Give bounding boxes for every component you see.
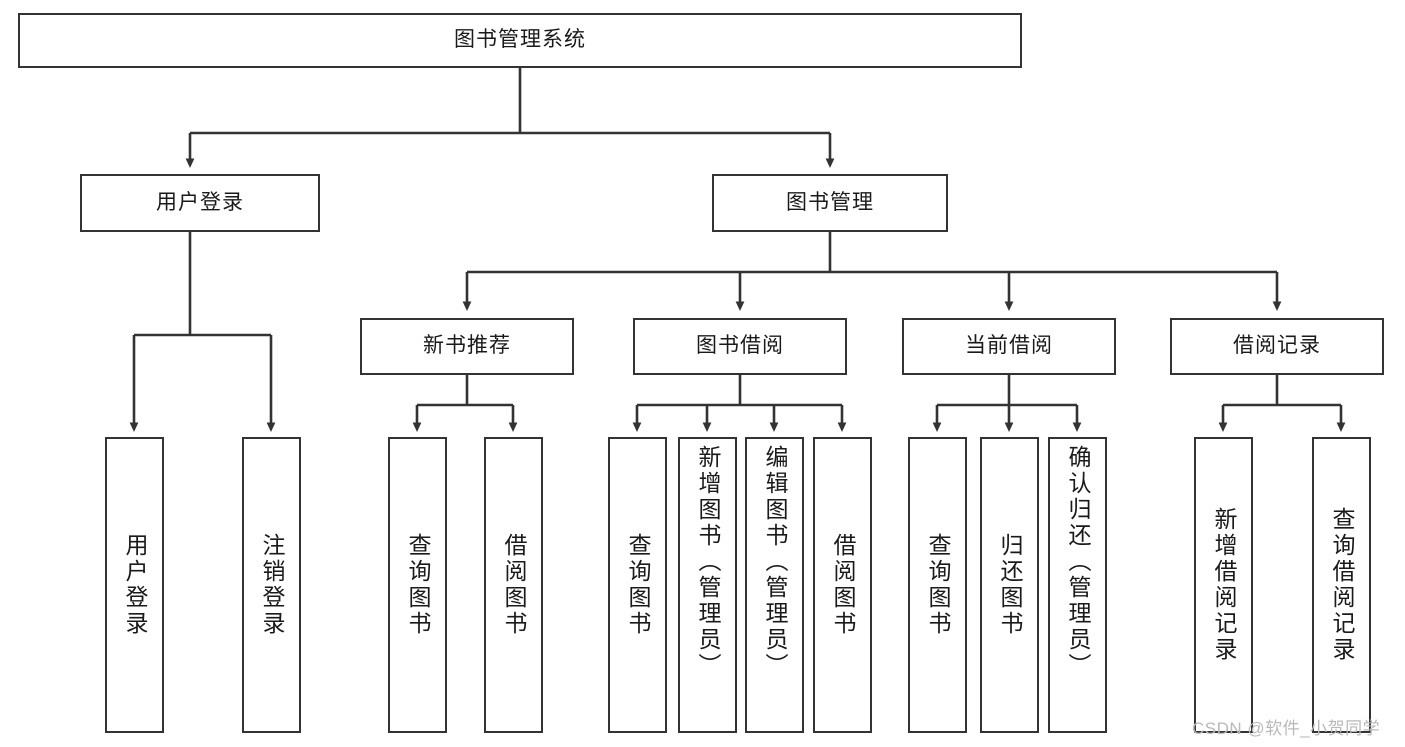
leaf-label: 确认归还（管理员） [1065,445,1091,679]
leaf-label: 新增借阅记录 [1211,507,1237,663]
leaf-borrow-edit-book[interactable]: 编辑图书（管理员） [745,437,804,733]
node-root-label: 图书管理系统 [454,28,586,52]
leaf-label: 查询图书 [405,533,431,637]
node-user-login[interactable]: 用户登录 [80,174,320,232]
leaf-current-return-book[interactable]: 归还图书 [980,437,1039,733]
leaf-label: 用户登录 [122,533,148,637]
node-book-management-label: 图书管理 [786,190,874,214]
node-current-borrow-label: 当前借阅 [965,334,1053,358]
leaf-new-book-borrow[interactable]: 借阅图书 [484,437,543,733]
leaf-label: 编辑图书（管理员） [762,445,788,679]
leaf-label: 借阅图书 [501,533,527,637]
node-new-book-recommend[interactable]: 新书推荐 [360,318,574,375]
leaf-label: 查询图书 [625,533,651,637]
node-current-borrow[interactable]: 当前借阅 [902,318,1116,375]
leaf-label: 借阅图书 [830,533,856,637]
node-borrow-record-label: 借阅记录 [1233,334,1321,358]
leaf-new-book-query[interactable]: 查询图书 [388,437,447,733]
leaf-borrow-query-book[interactable]: 查询图书 [608,437,667,733]
node-root[interactable]: 图书管理系统 [18,13,1022,68]
node-user-login-label: 用户登录 [156,190,244,214]
leaf-label: 查询借阅记录 [1329,507,1355,663]
leaf-user-login-logout[interactable]: 注销登录 [242,437,301,733]
node-borrow-record[interactable]: 借阅记录 [1170,318,1384,375]
leaf-label: 归还图书 [997,533,1023,637]
node-new-book-recommend-label: 新书推荐 [423,334,511,358]
leaf-user-login-login[interactable]: 用户登录 [105,437,164,733]
leaf-borrow-borrow-book[interactable]: 借阅图书 [813,437,872,733]
leaf-label: 新增图书（管理员） [695,445,721,679]
leaf-record-add[interactable]: 新增借阅记录 [1194,437,1253,733]
leaf-current-query-book[interactable]: 查询图书 [908,437,967,733]
leaf-label: 注销登录 [259,533,285,637]
leaf-borrow-add-book[interactable]: 新增图书（管理员） [678,437,737,733]
leaf-label: 查询图书 [925,533,951,637]
node-book-management[interactable]: 图书管理 [712,174,948,232]
node-book-borrow[interactable]: 图书借阅 [633,318,847,375]
watermark: CSDN @软件_小贺同学 [1192,719,1381,738]
node-book-borrow-label: 图书借阅 [696,334,784,358]
leaf-record-query[interactable]: 查询借阅记录 [1312,437,1371,733]
leaf-current-confirm-return[interactable]: 确认归还（管理员） [1048,437,1107,733]
